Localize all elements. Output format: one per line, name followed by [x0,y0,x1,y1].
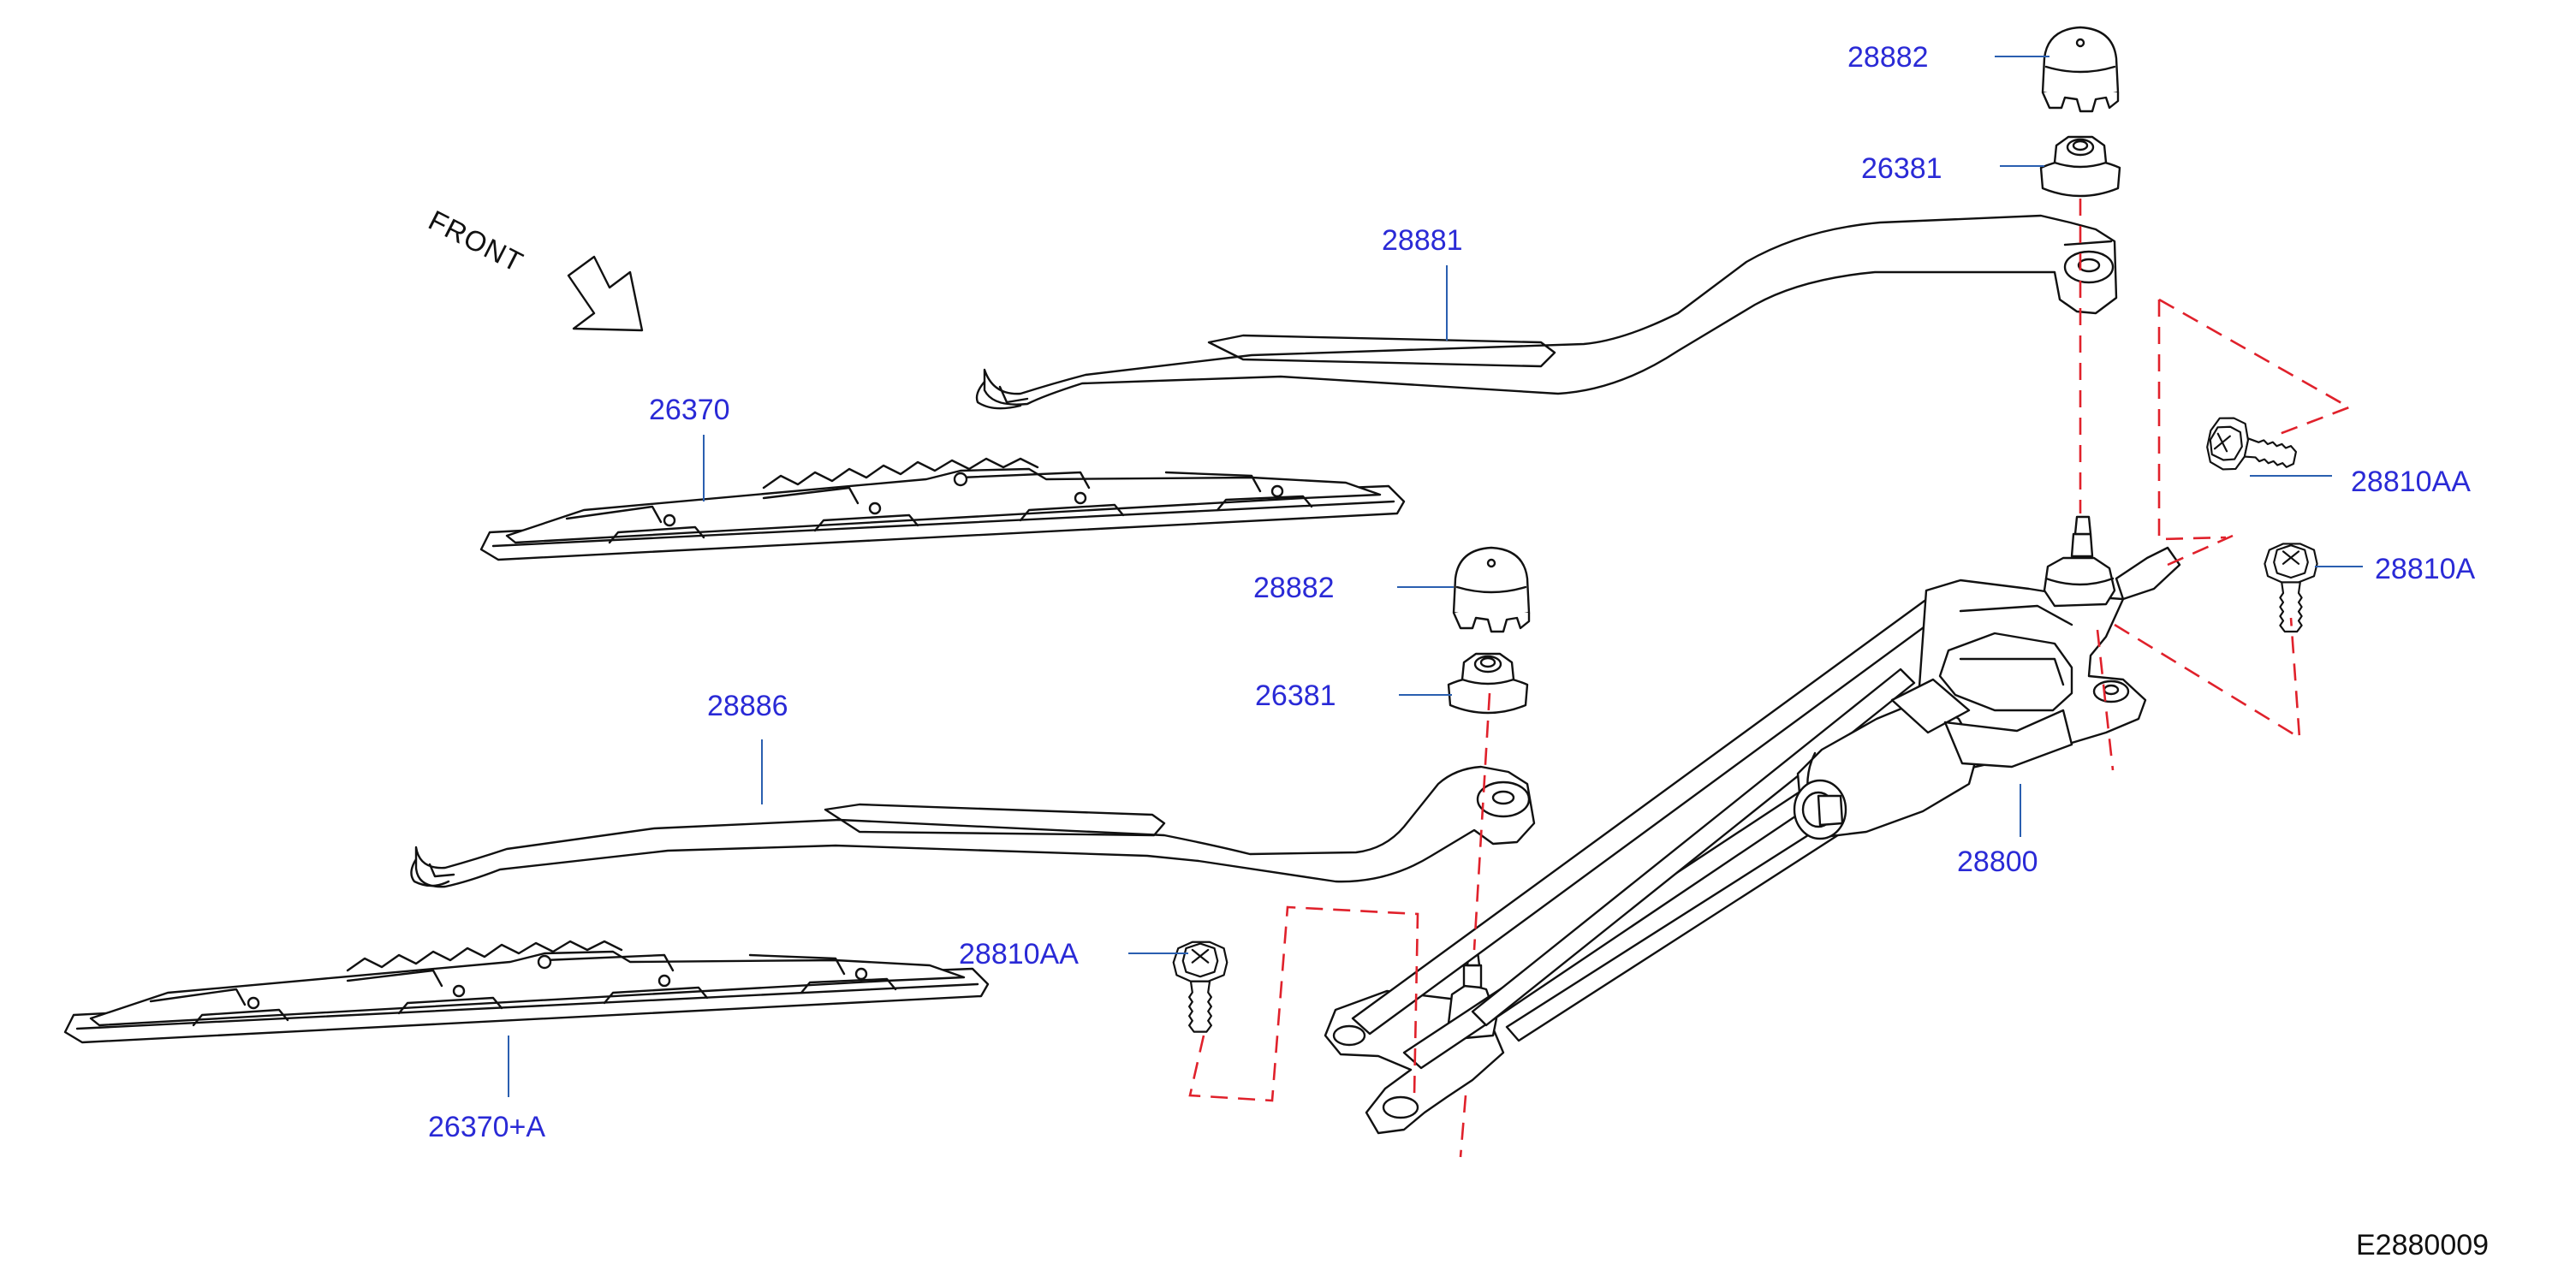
label-arm-lower[interactable]: 28886 [707,690,788,722]
label-arm-upper[interactable]: 28881 [1382,224,1463,257]
dashed-line-right-pivot [2096,629,2115,771]
dashed-bracket-right [2157,298,2353,541]
label-blade-lower[interactable]: 26370+A [428,1111,545,1143]
part-labels: 28882 26381 28881 26370 28810AA 28810A 2… [428,41,2476,1143]
pivot-nut-top [2039,135,2121,198]
label-cap-top[interactable]: 28882 [1847,41,1929,74]
label-bolt-left[interactable]: 28810AA [959,938,1079,970]
alignment-dashed-lines [1188,199,2353,1158]
wiper-blade-lower [63,940,990,1044]
figure-code: E2880009 [2356,1229,2489,1261]
dashed-line-bottom [1459,1095,1467,1158]
dashed-line-mid-pivot [1472,692,1491,951]
front-arrow-icon [567,255,644,332]
label-blade-upper[interactable]: 26370 [649,394,730,426]
label-linkage[interactable]: 28800 [1957,846,2038,878]
pivot-cap-top [2041,26,2120,113]
wiper-linkage-assembly [1324,515,2181,1135]
front-label: FRONT [424,204,529,278]
dashed-bracket-left [1188,905,1419,1102]
wiper-arm-lower [410,765,1536,888]
label-bolt-right-b[interactable]: 28810A [2375,553,2476,585]
bolt-right-upper [2202,412,2301,484]
label-bolt-right-a[interactable]: 28810AA [2351,466,2471,498]
label-cap-mid[interactable]: 28882 [1253,572,1335,604]
pivot-cap-mid [1452,546,1531,633]
leader-lines [508,56,2363,1097]
label-nut-mid[interactable]: 26381 [1255,680,1336,712]
dashed-bracket-lower-right [2114,534,2301,740]
label-nut-top[interactable]: 26381 [1861,152,1942,185]
wiper-blade-upper [479,457,1406,561]
bolt-left [1172,941,1229,1033]
wiper-arm-upper [975,214,2118,410]
